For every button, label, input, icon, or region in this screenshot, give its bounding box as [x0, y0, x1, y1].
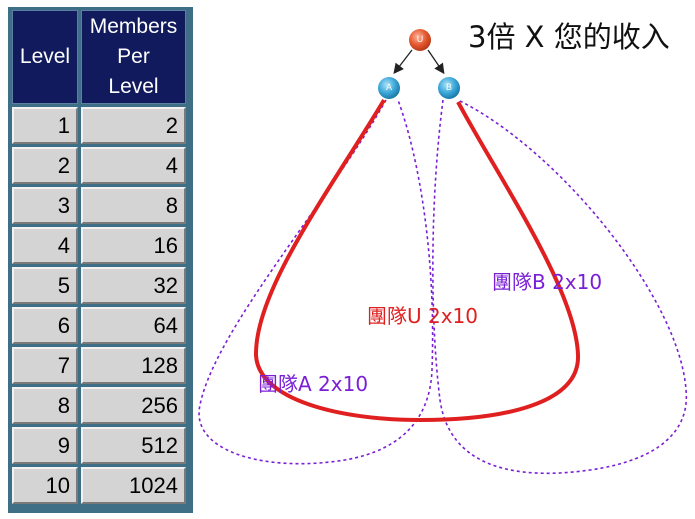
node-b	[438, 77, 460, 99]
node-u-label: U	[416, 34, 424, 44]
team-b-label: 團隊B 2x10	[492, 270, 603, 294]
team-a-loop	[198, 99, 434, 465]
level-cell: 8	[12, 387, 78, 424]
header-members-per-level: Members Per Level	[81, 10, 186, 104]
members-cell: 32	[81, 267, 186, 304]
members-cell: 4	[81, 147, 186, 184]
arrow-u-to-a	[393, 49, 413, 75]
members-cell: 16	[81, 227, 186, 264]
level-cell: 6	[12, 307, 78, 344]
members-cell: 2	[81, 107, 186, 144]
diagram-title: 3倍 X 您的收入	[468, 20, 670, 54]
members-cell: 512	[81, 427, 186, 464]
team-b-loop	[432, 99, 688, 475]
level-cell: 1	[12, 107, 78, 144]
members-cell: 8	[81, 187, 186, 224]
header-level: Level	[12, 10, 78, 104]
header-members-line1: Members	[89, 15, 178, 38]
node-u	[409, 29, 431, 51]
node-a	[378, 77, 400, 99]
level-cell: 5	[12, 267, 78, 304]
team-u-loop	[253, 98, 581, 423]
node-b-label: B	[445, 82, 452, 92]
level-cell: 3	[12, 187, 78, 224]
node-a-label: A	[385, 82, 392, 92]
arrow-u-to-b	[427, 49, 445, 75]
header-members-line2: Per	[117, 45, 150, 68]
members-cell: 1024	[81, 467, 186, 504]
level-cell: 7	[12, 347, 78, 384]
members-cell: 256	[81, 387, 186, 424]
team-a-label: 團隊A 2x10	[258, 372, 369, 396]
members-cell: 128	[81, 347, 186, 384]
level-cell: 10	[12, 467, 78, 504]
members-cell: 64	[81, 307, 186, 344]
header-members-line3: Level	[108, 75, 159, 98]
header-level-text: Level	[19, 45, 71, 68]
level-cell: 9	[12, 427, 78, 464]
team-u-label: 團隊U 2x10	[367, 304, 479, 328]
level-cell: 4	[12, 227, 78, 264]
level-cell: 2	[12, 147, 78, 184]
